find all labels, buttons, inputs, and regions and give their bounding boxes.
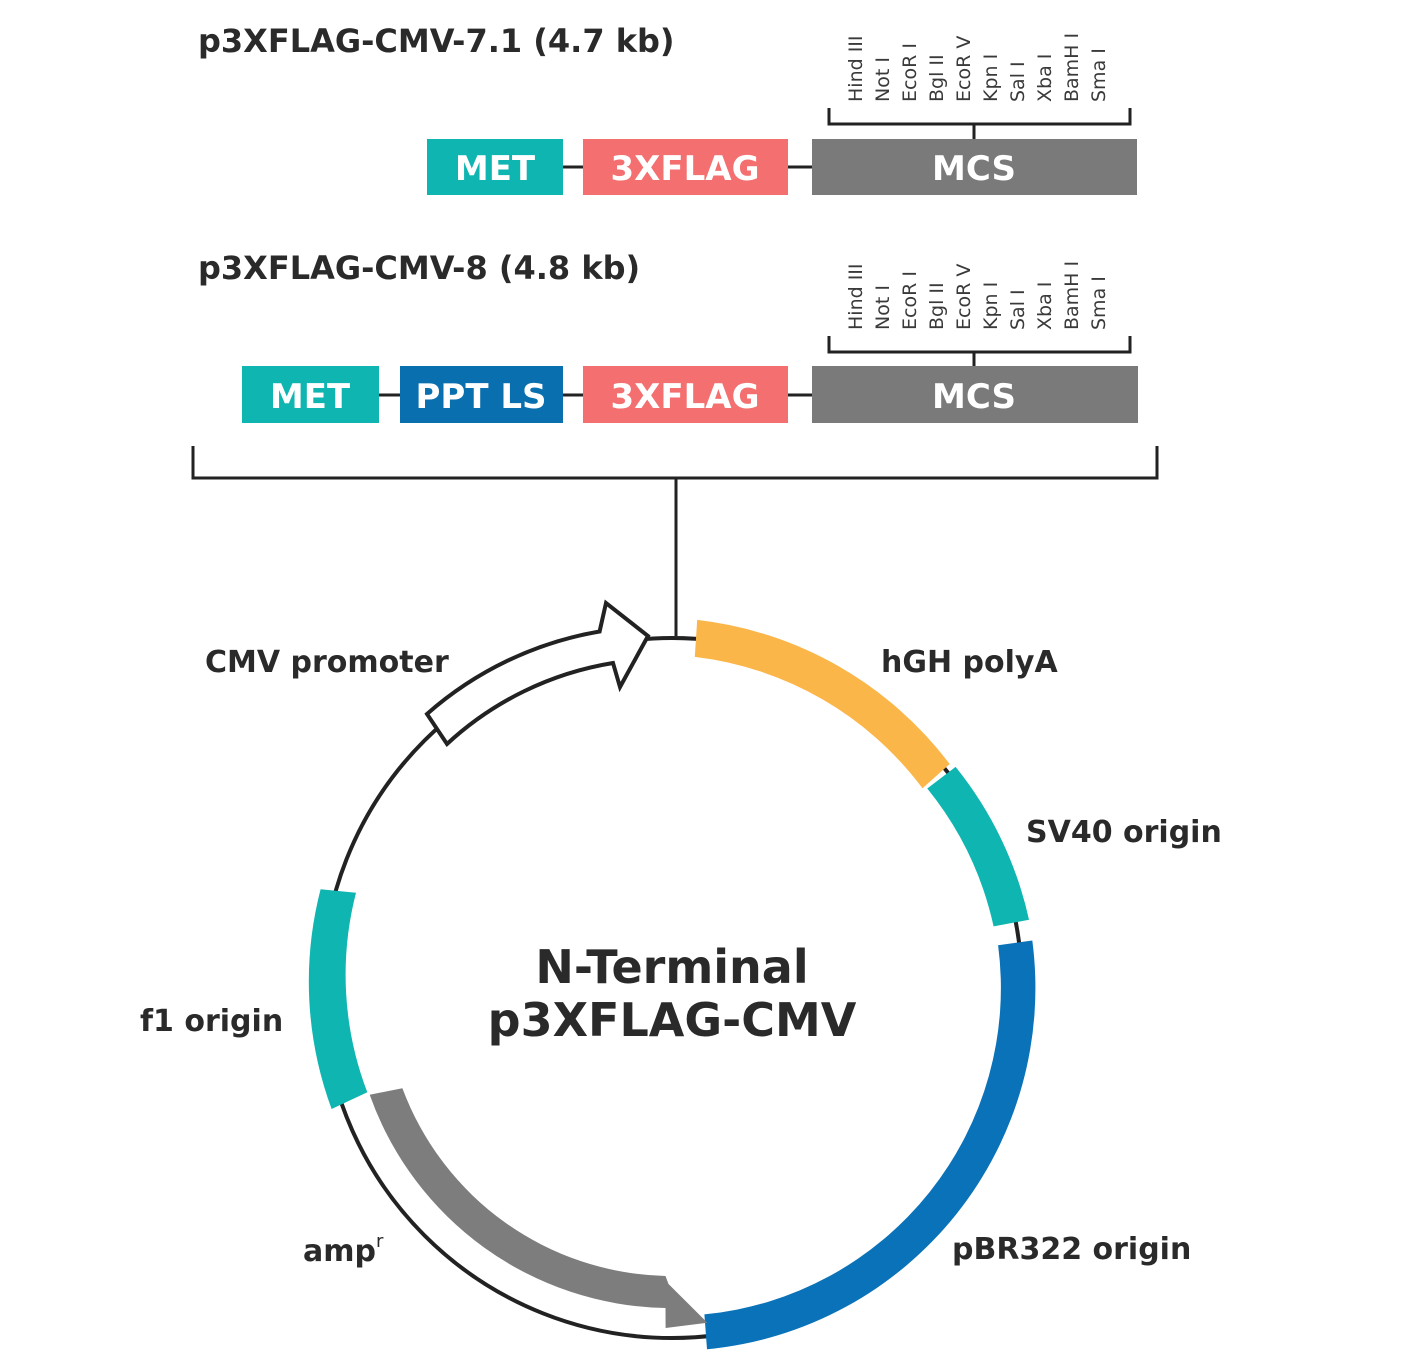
cmv-promoter-arrow <box>424 599 651 748</box>
site-label: Sma I <box>1088 276 1110 330</box>
met-box <box>427 139 563 195</box>
cmv-promoter-label: CMV promoter <box>205 645 449 680</box>
site-label: Bgl II <box>926 54 948 102</box>
site-label: Kpn I <box>980 282 1002 330</box>
sv40-origin-segment <box>927 766 1029 927</box>
site-label: Bgl II <box>926 282 948 330</box>
pbr322-origin-segment <box>704 940 1036 1350</box>
amp-r-arrow <box>369 1088 708 1328</box>
site-label: EcoR I <box>899 271 921 330</box>
met-label: MET <box>455 149 536 189</box>
site-label: Not I <box>872 285 894 330</box>
vector-1: p3XFLAG-CMV-7.1 (4.7 kb) Hind III Not I … <box>198 22 1137 195</box>
vector-1-title: p3XFLAG-CMV-7.1 (4.7 kb) <box>198 22 675 60</box>
pbr322-origin-label: pBR322 origin <box>952 1232 1191 1267</box>
f1-origin-segment <box>308 889 368 1109</box>
plasmid-map: CMV promoter hGH polyA SV40 origin f1 or… <box>140 599 1222 1350</box>
mcs-box <box>812 139 1137 195</box>
met-label: MET <box>270 377 351 417</box>
mcs-box <box>812 366 1138 423</box>
mcs-site-bracket <box>827 108 1132 139</box>
amp-superscript: r <box>376 1231 384 1252</box>
mcs-label: MCS <box>932 149 1016 189</box>
site-label: BamH I <box>1061 33 1083 102</box>
site-label: Sma I <box>1088 48 1110 102</box>
site-label: Not I <box>872 57 894 102</box>
site-label: Xba I <box>1034 282 1056 330</box>
f1-origin-label: f1 origin <box>140 1004 283 1039</box>
site-label: EcoR V <box>953 264 975 330</box>
vector-1-sites: Hind III Not I EcoR I Bgl II EcoR V Kpn … <box>845 33 1110 102</box>
mcs-label: MCS <box>932 377 1016 417</box>
3xflag-label: 3XFLAG <box>611 149 760 189</box>
3xflag-box <box>583 139 788 195</box>
3xflag-box <box>583 366 788 423</box>
insert-bracket <box>191 446 1159 480</box>
mcs-site-bracket <box>827 336 1132 366</box>
site-label: Sal I <box>1007 61 1029 102</box>
site-label: EcoR I <box>899 43 921 102</box>
amp-label-text: amp <box>303 1234 376 1269</box>
site-label: Sal I <box>1007 289 1029 330</box>
plasmid-name-line1: N-Terminal <box>535 940 808 994</box>
site-label: Hind III <box>845 35 867 102</box>
plasmid-name-line2: p3XFLAG-CMV <box>488 993 857 1047</box>
3xflag-label: 3XFLAG <box>611 377 760 417</box>
hgh-polya-label: hGH polyA <box>881 645 1058 680</box>
site-label: EcoR V <box>953 36 975 102</box>
site-label: Kpn I <box>980 54 1002 102</box>
vector-2-sites: Hind III Not I EcoR I Bgl II EcoR V Kpn … <box>845 261 1110 330</box>
sv40-origin-label: SV40 origin <box>1026 815 1222 850</box>
site-label: Xba I <box>1034 54 1056 102</box>
amp-r-label: ampr <box>303 1231 384 1269</box>
site-label: Hind III <box>845 263 867 330</box>
vector-2: p3XFLAG-CMV-8 (4.8 kb) Hind III Not I Ec… <box>198 249 1138 423</box>
site-label: BamH I <box>1061 261 1083 330</box>
met-box <box>242 366 379 423</box>
ppt-ls-label: PPT LS <box>415 377 546 417</box>
ppt-ls-box <box>400 366 563 423</box>
vector-2-title: p3XFLAG-CMV-8 (4.8 kb) <box>198 249 640 287</box>
hgh-polya-segment <box>694 619 950 789</box>
